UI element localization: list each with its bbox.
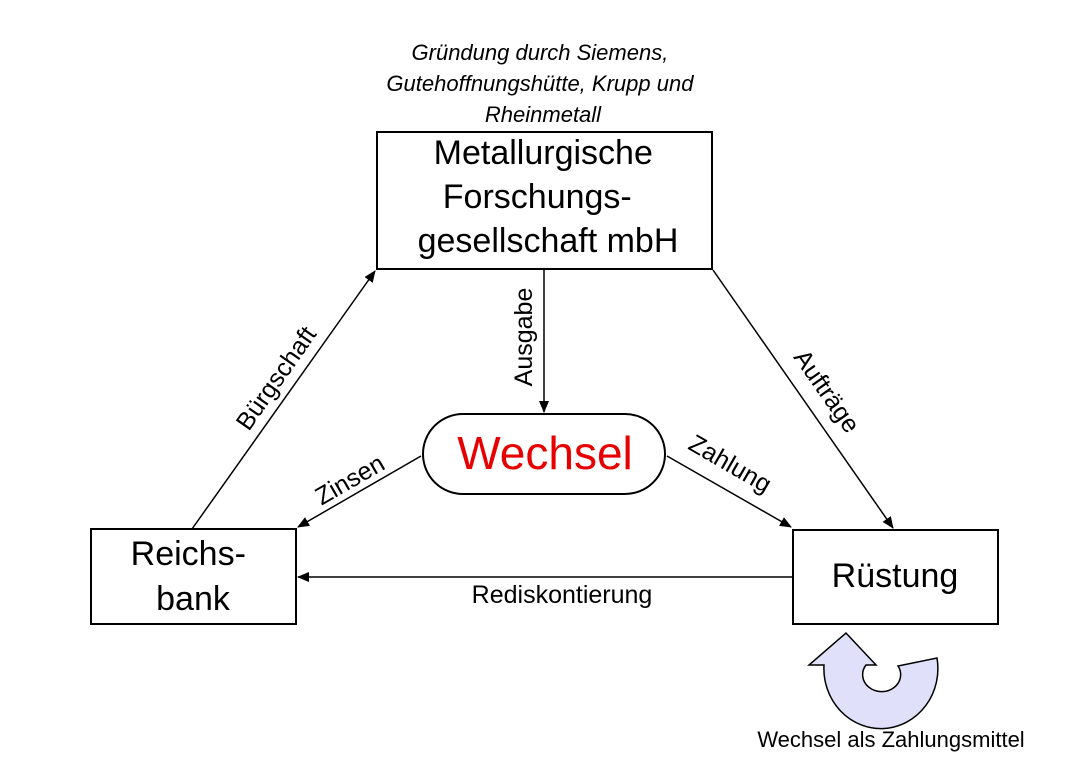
buergschaft-arrow xyxy=(191,270,376,530)
cycle-label: Wechsel als Zahlungsmittel xyxy=(757,727,1024,752)
wechsel-pill xyxy=(422,413,666,495)
mefo-node: Metallurgische Forschungs- gesellschaft … xyxy=(376,131,713,270)
zinsen-label: Zinsen xyxy=(311,449,390,511)
buergschaft-label: Bürgschaft xyxy=(231,321,323,435)
mefo-label-line-2: Forschungs- xyxy=(443,178,632,216)
ruestung-label: Rüstung xyxy=(832,557,959,595)
mefo-label-line-3: gesellschaft mbH xyxy=(418,222,679,260)
founding-note-line-3: Rheinmetall xyxy=(485,102,602,127)
reichsbank-label-line-1: Reichs- xyxy=(131,535,246,573)
zinsen-arrow xyxy=(297,455,422,528)
founding-note-line-2: Gutehoffnungshütte, Krupp und xyxy=(386,71,694,96)
wechsel-label: Wechsel xyxy=(457,427,633,479)
founding-note-line-1: Gründung durch Siemens, xyxy=(412,40,669,65)
ausgabe-label: Ausgabe xyxy=(510,288,538,387)
zahlung-arrow xyxy=(666,455,792,528)
rediskontierung-label: Rediskontierung xyxy=(472,581,653,609)
mefo-box xyxy=(376,131,713,270)
reichsbank-box xyxy=(90,528,297,625)
reichsbank-label: Reichs- bank xyxy=(131,535,256,618)
founding-note: Gründung durch Siemens, Gutehoffnungshüt… xyxy=(386,40,699,127)
cycle-arrow-icon xyxy=(806,631,939,730)
reichsbank-node: Reichs- bank xyxy=(90,528,297,625)
wechsel-node: Wechsel xyxy=(422,413,666,495)
auftraege-label: Aufträge xyxy=(788,345,865,438)
ruestung-box xyxy=(792,529,999,625)
ruestung-node: Rüstung xyxy=(792,529,999,625)
mefo-label: Metallurgische Forschungs- gesellschaft … xyxy=(418,134,679,260)
reichsbank-label-line-2: bank xyxy=(156,580,231,618)
mefo-label-line-1: Metallurgische xyxy=(434,134,653,172)
zahlung-label: Zahlung xyxy=(684,429,776,498)
auftraege-arrow xyxy=(712,269,894,529)
